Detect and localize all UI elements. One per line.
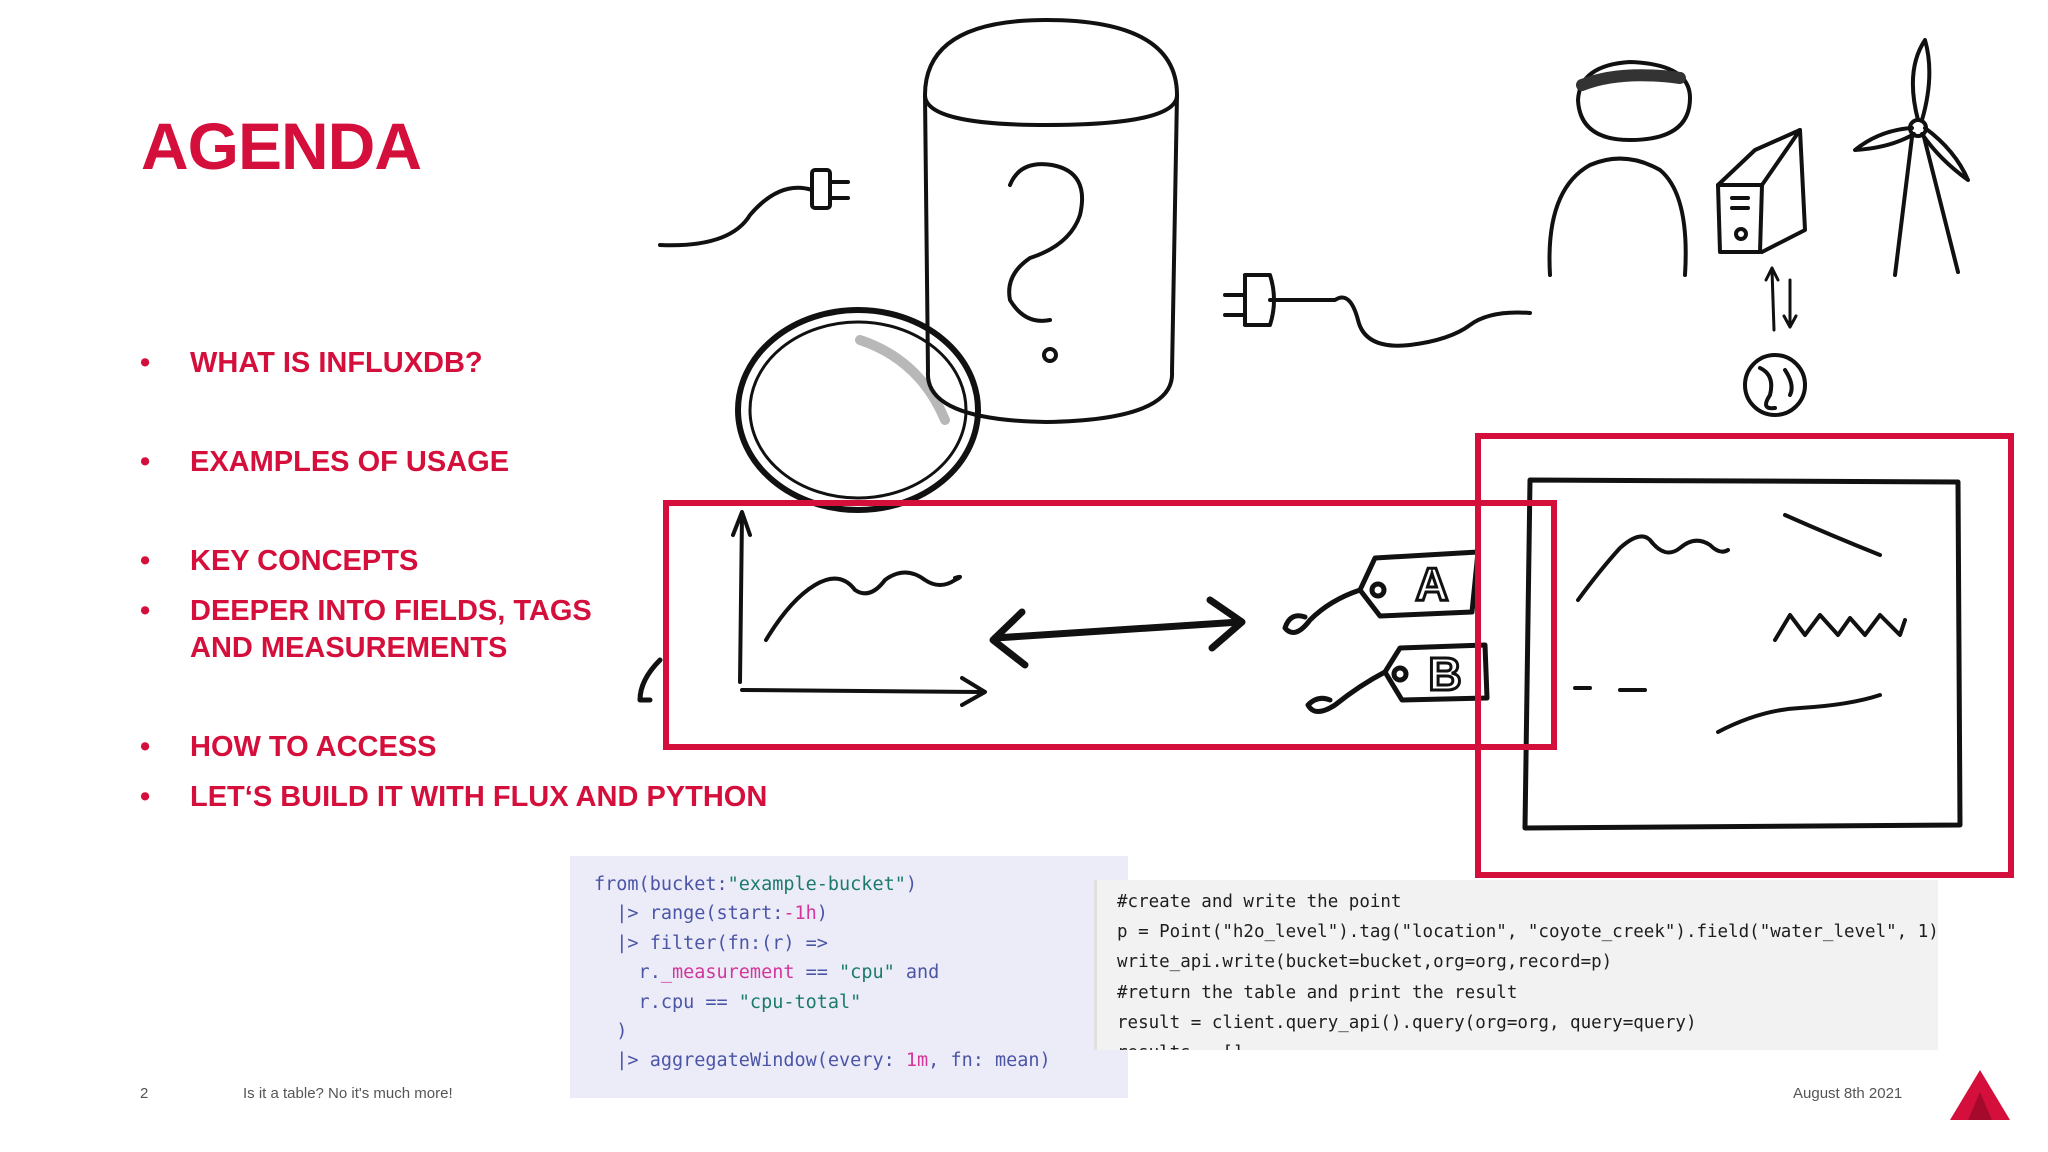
code-line: |> filter(fn:(r) => [594,932,828,954]
page-number: 2 [140,1085,149,1102]
code-line: r._measurement == "cpu" and [594,962,940,984]
agenda-item-label: DEEPER INTO FIELDS, TAGS [190,595,592,627]
code-line: from(bucket:"example-bucket") [594,874,918,895]
tag-b-sketch [1305,642,1490,714]
database-cylinder-icon [923,18,1179,424]
flux-code-block: from(bucket:"example-bucket") |> range(s… [570,856,1128,1098]
agenda-item-label: WHAT IS INFLUXDB? [190,347,483,379]
code-line: #create and write the point [1117,892,1402,912]
code-line: |> range(start:-1h) [594,903,828,925]
double-arrow-sketch [989,596,1246,669]
globe-icon [1743,353,1807,417]
agenda-item-label: LET‘S BUILD IT WITH FLUX AND PYTHON [190,781,768,813]
code-line: result = client.query_api().query(org=or… [1117,1012,1697,1033]
footer-caption: Is it a table? No it's much more! [243,1085,453,1102]
tag-b-letter: B [1428,648,1461,700]
tag-a-letter: A [1415,558,1448,610]
plug-left-icon [658,168,850,248]
tag-a-sketch [1282,549,1481,635]
agenda-item-label: HOW TO ACCESS [190,731,437,763]
slide-date: August 8th 2021 [1793,1085,1903,1102]
code-line: results = [] [1117,1038,1938,1050]
code-line: p = Point("h2o_level").tag("location", "… [1117,922,1938,943]
slide-title: AGENDA [141,109,422,183]
dashboard-frame [1475,433,2014,878]
code-line: r.cpu == "cpu-total" [594,991,862,1013]
plug-right-icon [1223,273,1532,348]
bullet: • [140,545,151,577]
bullet: • [140,347,151,379]
magnifying-glass-icon [637,307,981,703]
agenda-item-label: KEY CONCEPTS [190,545,419,577]
code-line: write_api.write(bucket=bucket,org=org,re… [1117,952,1613,973]
concept-frame [663,500,1557,750]
code-line: ) [594,1021,628,1043]
code-line: |> aggregateWindow(every: 1m, fn: mean) [594,1050,1051,1072]
code-line: #return the table and print the result [1117,982,1518,1003]
dashboard-sketch [1522,477,1963,831]
bullet: • [140,731,151,763]
person-icon [1547,60,1692,277]
triangle-logo-icon [1950,1070,2010,1120]
sync-arrows-icon [1764,266,1798,332]
agenda-item-label: AND MEASUREMENTS [190,632,508,664]
agenda-list: • WHAT IS INFLUXDB? • EXAMPLES OF USAGE … [0,0,800,850]
wind-turbine-icon [1853,38,1970,277]
bullet: • [140,595,151,627]
timeseries-chart-sketch [731,510,987,707]
agenda-item-label: EXAMPLES OF USAGE [190,446,510,478]
python-code-block: #create and write the point p = Point("h… [1094,880,1938,1050]
server-icon [1716,128,1807,254]
bullet: • [140,781,151,813]
bullet: • [140,446,151,478]
